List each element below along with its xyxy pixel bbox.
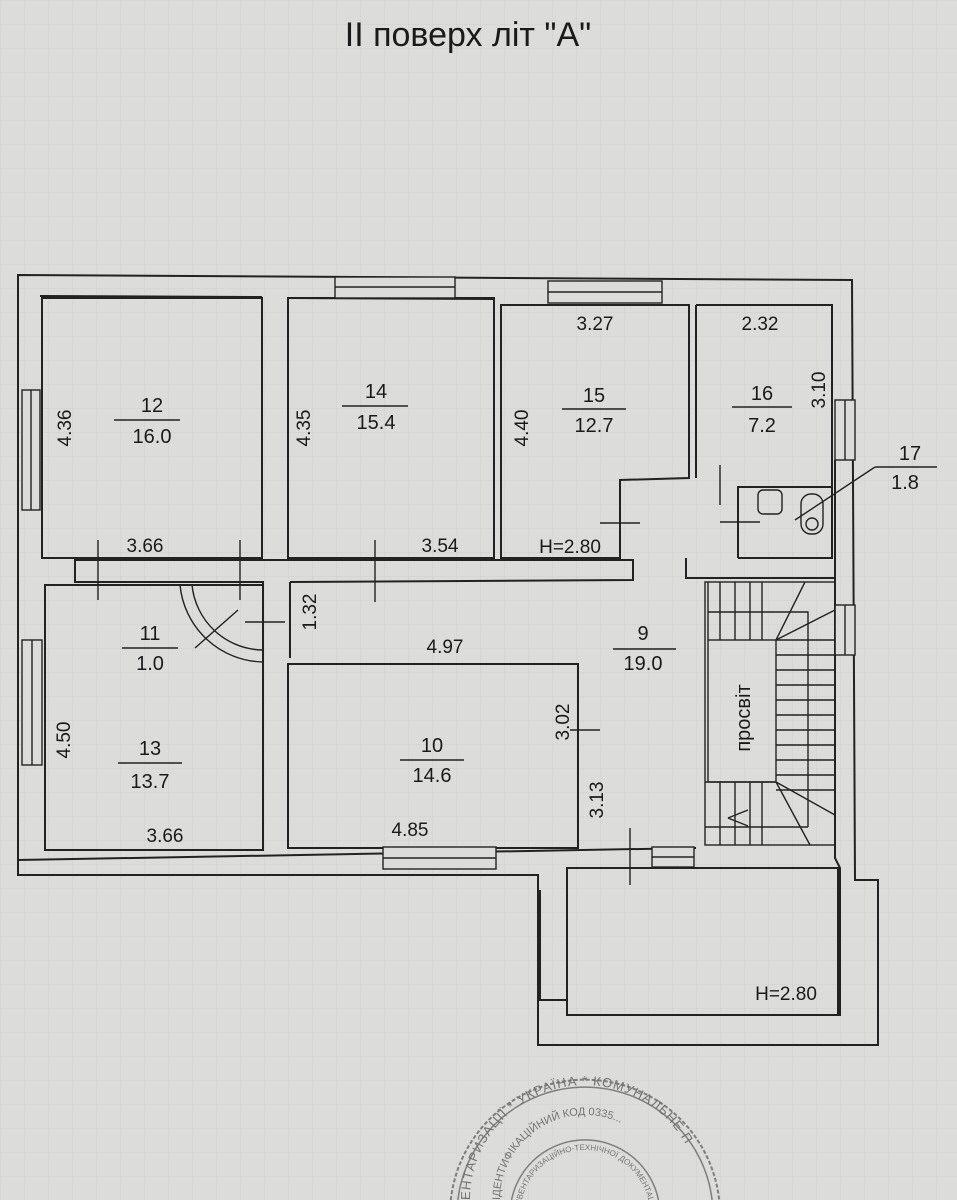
svg-text:9: 9 xyxy=(637,623,648,645)
room-11-label: 111.0 xyxy=(122,623,178,675)
svg-text:16: 16 xyxy=(751,383,773,405)
svg-text:14.6: 14.6 xyxy=(413,765,452,787)
ceiling-height-label: H=2.80 xyxy=(755,984,817,1005)
room-10-label: 10 14.6 xyxy=(400,735,464,787)
sink-icon xyxy=(757,489,783,515)
svg-text:3.54: 3.54 xyxy=(422,536,459,557)
svg-text:14: 14 xyxy=(365,381,387,403)
svg-text:16.0: 16.0 xyxy=(133,426,172,448)
dimension-labels: 4.36 3.66 4.35 3.54 3.27 4.40 2.32 3.10 … xyxy=(54,314,830,1005)
room-14-label: 14 15.4 xyxy=(342,381,408,434)
svg-text:19.0: 19.0 xyxy=(624,653,663,675)
svg-text:3.02: 3.02 xyxy=(553,704,574,741)
svg-text:13: 13 xyxy=(139,738,161,760)
svg-text:3.13: 3.13 xyxy=(587,782,608,819)
room-15-label: 15 12.7 xyxy=(562,385,626,437)
room-16-label: 167.2 xyxy=(732,383,792,437)
toilet-icon xyxy=(800,493,824,535)
svg-text:11: 11 xyxy=(140,623,161,645)
svg-text:3.66: 3.66 xyxy=(127,536,164,557)
svg-text:2.32: 2.32 xyxy=(742,314,779,335)
svg-text:4.40: 4.40 xyxy=(512,410,533,447)
room-13-label: 13 13.7 xyxy=(118,738,182,793)
room-9-label: 919.0 xyxy=(613,623,676,675)
ceiling-height-label: H=2.80 xyxy=(539,537,601,558)
room-17-label: 171.8 xyxy=(891,443,921,494)
room-annex-outline xyxy=(566,867,839,1016)
svg-text:4.36: 4.36 xyxy=(55,410,76,447)
svg-text:4.97: 4.97 xyxy=(427,637,464,658)
windows xyxy=(21,276,856,870)
svg-text:3.66: 3.66 xyxy=(147,826,184,847)
corridor-9-outline xyxy=(74,558,835,848)
svg-text:15: 15 xyxy=(583,385,605,407)
svg-text:3.10: 3.10 xyxy=(809,372,830,409)
room-13-outline xyxy=(44,584,264,851)
svg-text:4.50: 4.50 xyxy=(54,722,75,759)
room-17-outline xyxy=(738,486,833,559)
svg-text:3.27: 3.27 xyxy=(577,314,614,335)
room-12-label: 12 16.0 xyxy=(114,395,180,448)
svg-text:1.32: 1.32 xyxy=(300,594,321,631)
svg-text:7.2: 7.2 xyxy=(748,415,776,437)
svg-text:10: 10 xyxy=(421,735,443,757)
room-15-outline xyxy=(500,304,690,559)
plan-title: II поверх літ "А" xyxy=(345,16,591,54)
bathroom-fixtures xyxy=(757,466,937,535)
svg-text:4.35: 4.35 xyxy=(294,410,315,447)
svg-text:15.4: 15.4 xyxy=(357,412,396,434)
svg-text:4.85: 4.85 xyxy=(392,820,429,841)
svg-text:1.0: 1.0 xyxy=(136,653,164,675)
svg-text:12.7: 12.7 xyxy=(575,415,614,437)
svg-text:17: 17 xyxy=(899,443,921,465)
door-marks xyxy=(97,465,760,885)
svg-text:1.8: 1.8 xyxy=(891,472,919,494)
svg-text:13.7: 13.7 xyxy=(131,771,170,793)
opening-label: просвіт xyxy=(733,684,755,751)
svg-text:12: 12 xyxy=(141,395,163,417)
staircase xyxy=(704,581,836,846)
room-12-outline xyxy=(41,297,263,559)
